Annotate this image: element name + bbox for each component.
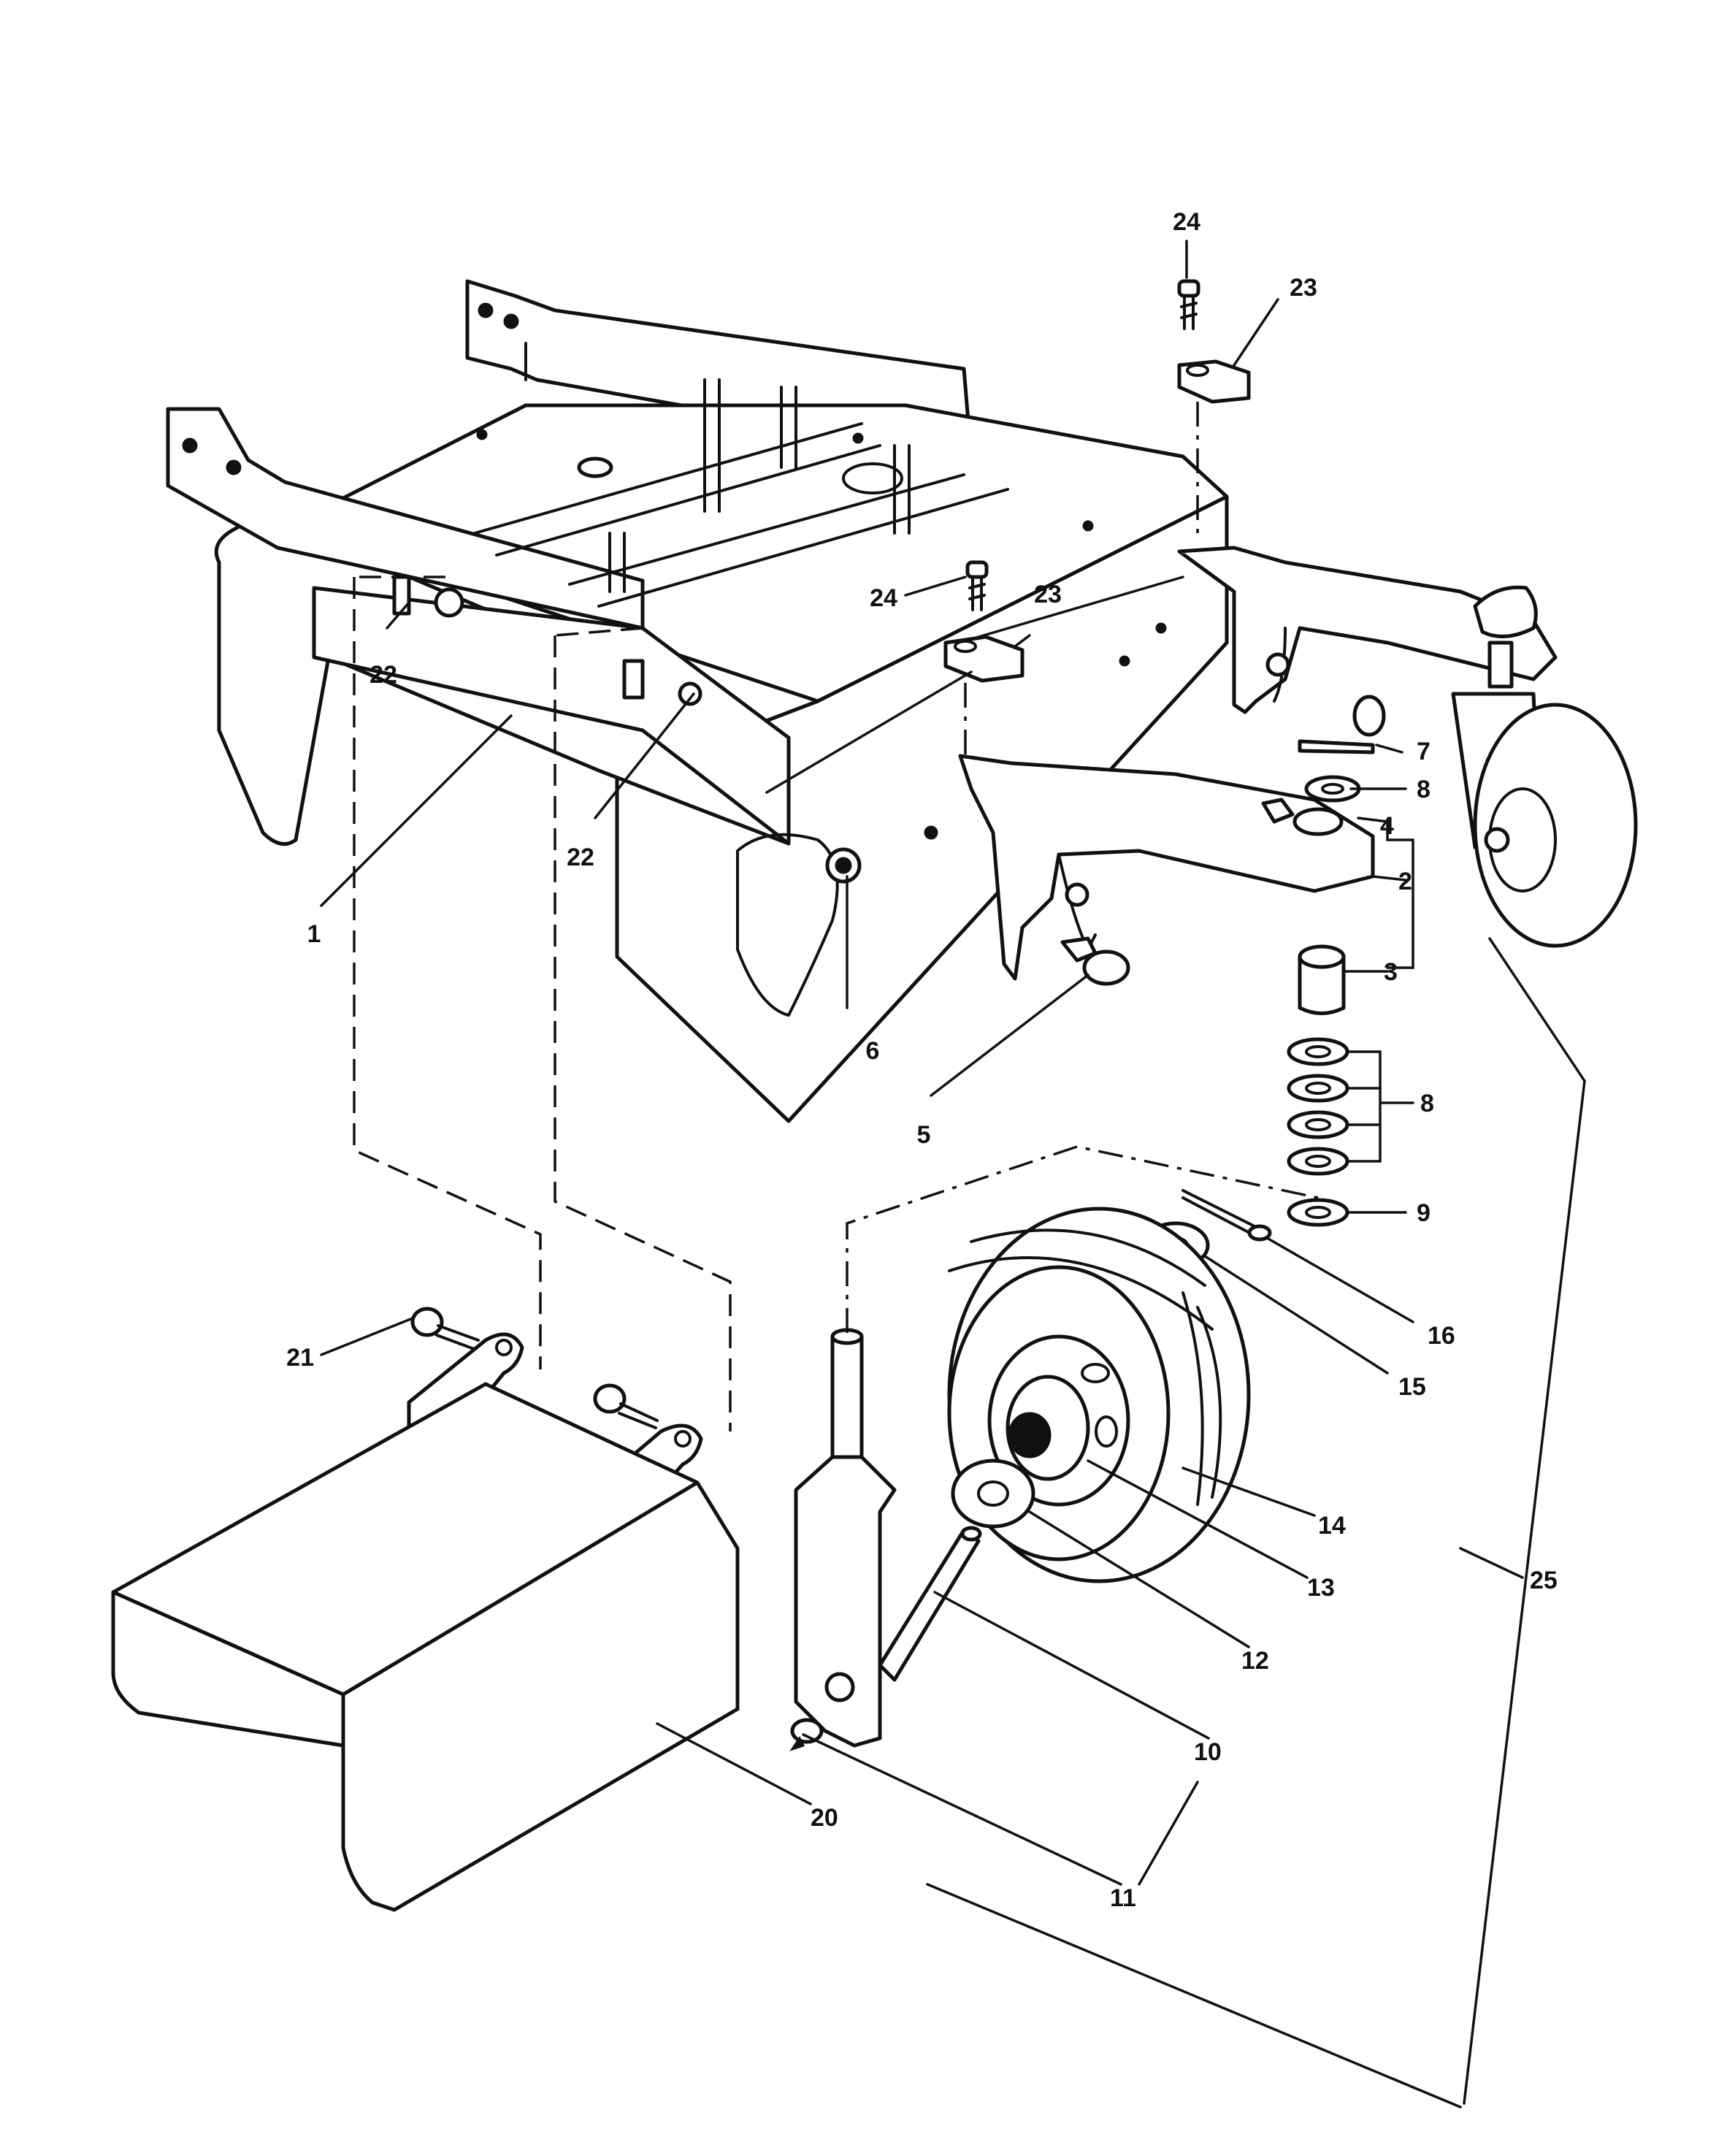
callout-20: 20 <box>811 1804 838 1832</box>
callout-3: 3 <box>1384 958 1398 986</box>
leader-lines <box>320 240 1586 2109</box>
callout-7: 7 <box>1417 738 1430 765</box>
callout-23-front: 23 <box>1034 581 1062 608</box>
callout-10-upper: 10 <box>1194 1738 1222 1766</box>
callouts: 24 23 24 23 22 22 1 6 5 7 8 4 2 3 8 9 16… <box>286 208 1455 1912</box>
callout-12: 12 <box>1241 1647 1269 1675</box>
rear-caster-wheel <box>1451 585 1638 948</box>
callout-14: 14 <box>1318 1512 1346 1540</box>
callouts-extra: 25 <box>1530 1567 1558 1594</box>
callout-15: 15 <box>1398 1373 1426 1401</box>
assembly-lines <box>353 402 1319 1431</box>
callout-13: 13 <box>1307 1574 1335 1602</box>
pin-23-front <box>943 635 1024 683</box>
callout-22-right: 22 <box>567 844 594 871</box>
clip-pin-7 <box>1298 695 1386 754</box>
bolt-21-right <box>593 1383 659 1429</box>
spacer-12 <box>951 1459 1035 1529</box>
bolt-24-rear <box>1177 279 1200 330</box>
bolt-21-left <box>410 1307 480 1351</box>
callout-8-stack: 8 <box>1420 1090 1434 1117</box>
fork-10 <box>794 1328 982 1748</box>
washer-8-top <box>1304 775 1361 803</box>
callout-25-label: 25 <box>1530 1567 1558 1594</box>
cover-20 <box>111 1382 740 1912</box>
callout-23-rear: 23 <box>1290 274 1317 302</box>
callout-24-front: 24 <box>870 584 897 612</box>
callout-8-top: 8 <box>1417 776 1430 803</box>
bolt-24-front <box>965 560 989 611</box>
callout-21: 21 <box>286 1344 314 1372</box>
callout-16: 16 <box>1428 1322 1455 1350</box>
callout-22-left: 22 <box>369 661 397 689</box>
callout-2: 2 <box>1398 868 1412 895</box>
washer-stack-8 <box>1287 1037 1349 1176</box>
bolt-5 <box>1060 936 1130 986</box>
callout-6: 6 <box>866 1037 880 1065</box>
pin-23-rear <box>1177 359 1251 404</box>
callout-24-rear: 24 <box>1173 208 1200 236</box>
callout-11: 11 <box>1110 1884 1136 1912</box>
grease-fitting-4 <box>1261 798 1295 824</box>
grease-fitting-11 <box>789 1718 824 1751</box>
callout-1: 1 <box>307 920 321 948</box>
bushing-3 <box>1298 944 1346 1015</box>
callout-4: 4 <box>1380 812 1394 840</box>
caster-arm-rear <box>1177 546 1558 714</box>
washer-9 <box>1287 1198 1349 1227</box>
deck-frame <box>166 279 1229 1123</box>
callout-9: 9 <box>1417 1199 1430 1227</box>
cotter-pin-16 <box>1181 1189 1272 1242</box>
callout-5: 5 <box>917 1121 931 1149</box>
